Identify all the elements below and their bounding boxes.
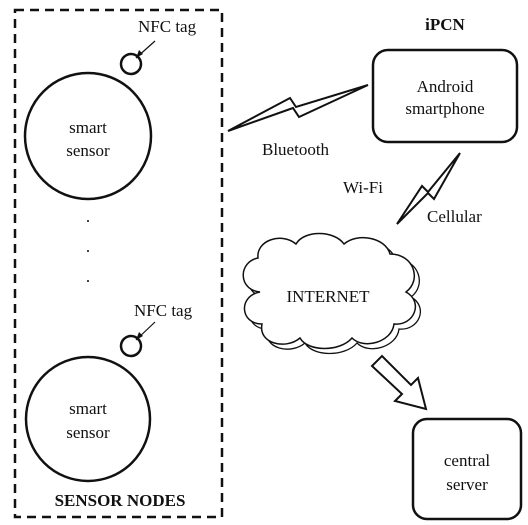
smart-sensor-node-2 xyxy=(24,355,152,483)
bluetooth-label: Bluetooth xyxy=(262,140,330,159)
central-server-box xyxy=(411,417,523,521)
central-server-line2: server xyxy=(446,475,488,494)
central-server-line1: central xyxy=(444,451,491,470)
nfc-tag-1-arrowhead-icon xyxy=(136,50,143,58)
android-smartphone-line1: Android xyxy=(417,77,474,96)
ipcn-title: iPCN xyxy=(425,15,465,34)
sensor-nodes-group-border xyxy=(13,8,224,519)
nfc-tag-2-arrowhead-icon xyxy=(136,332,143,340)
internet-label: INTERNET xyxy=(286,287,370,306)
android-smartphone-line2: smartphone xyxy=(405,99,484,118)
ellipsis-dot-3: . xyxy=(86,267,90,286)
internet-to-server-arrow-icon xyxy=(370,354,428,411)
smart-sensor-node-1 xyxy=(23,71,153,201)
ellipsis-dot-2: . xyxy=(86,237,90,256)
smart-sensor-2-line2: sensor xyxy=(66,423,110,442)
internet-cloud xyxy=(242,232,417,350)
ellipsis-dot-1: . xyxy=(86,207,90,226)
cellular-label: Cellular xyxy=(427,207,482,226)
wifi-label: Wi-Fi xyxy=(343,178,383,197)
nfc-tag-2-label: NFC tag xyxy=(134,301,193,320)
wifi-cellular-link-bolt-icon xyxy=(396,152,461,225)
smart-sensor-1-line1: smart xyxy=(69,118,107,137)
smart-sensor-2-line1: smart xyxy=(69,399,107,418)
nfc-tag-2 xyxy=(119,334,143,358)
bluetooth-link-bolt-icon xyxy=(227,84,369,132)
sensor-nodes-label: SENSOR NODES xyxy=(55,491,186,510)
nfc-tag-1-label: NFC tag xyxy=(138,17,197,36)
android-smartphone-box xyxy=(371,48,519,144)
nfc-tag-1 xyxy=(119,52,143,76)
smart-sensor-1-line2: sensor xyxy=(66,141,110,160)
